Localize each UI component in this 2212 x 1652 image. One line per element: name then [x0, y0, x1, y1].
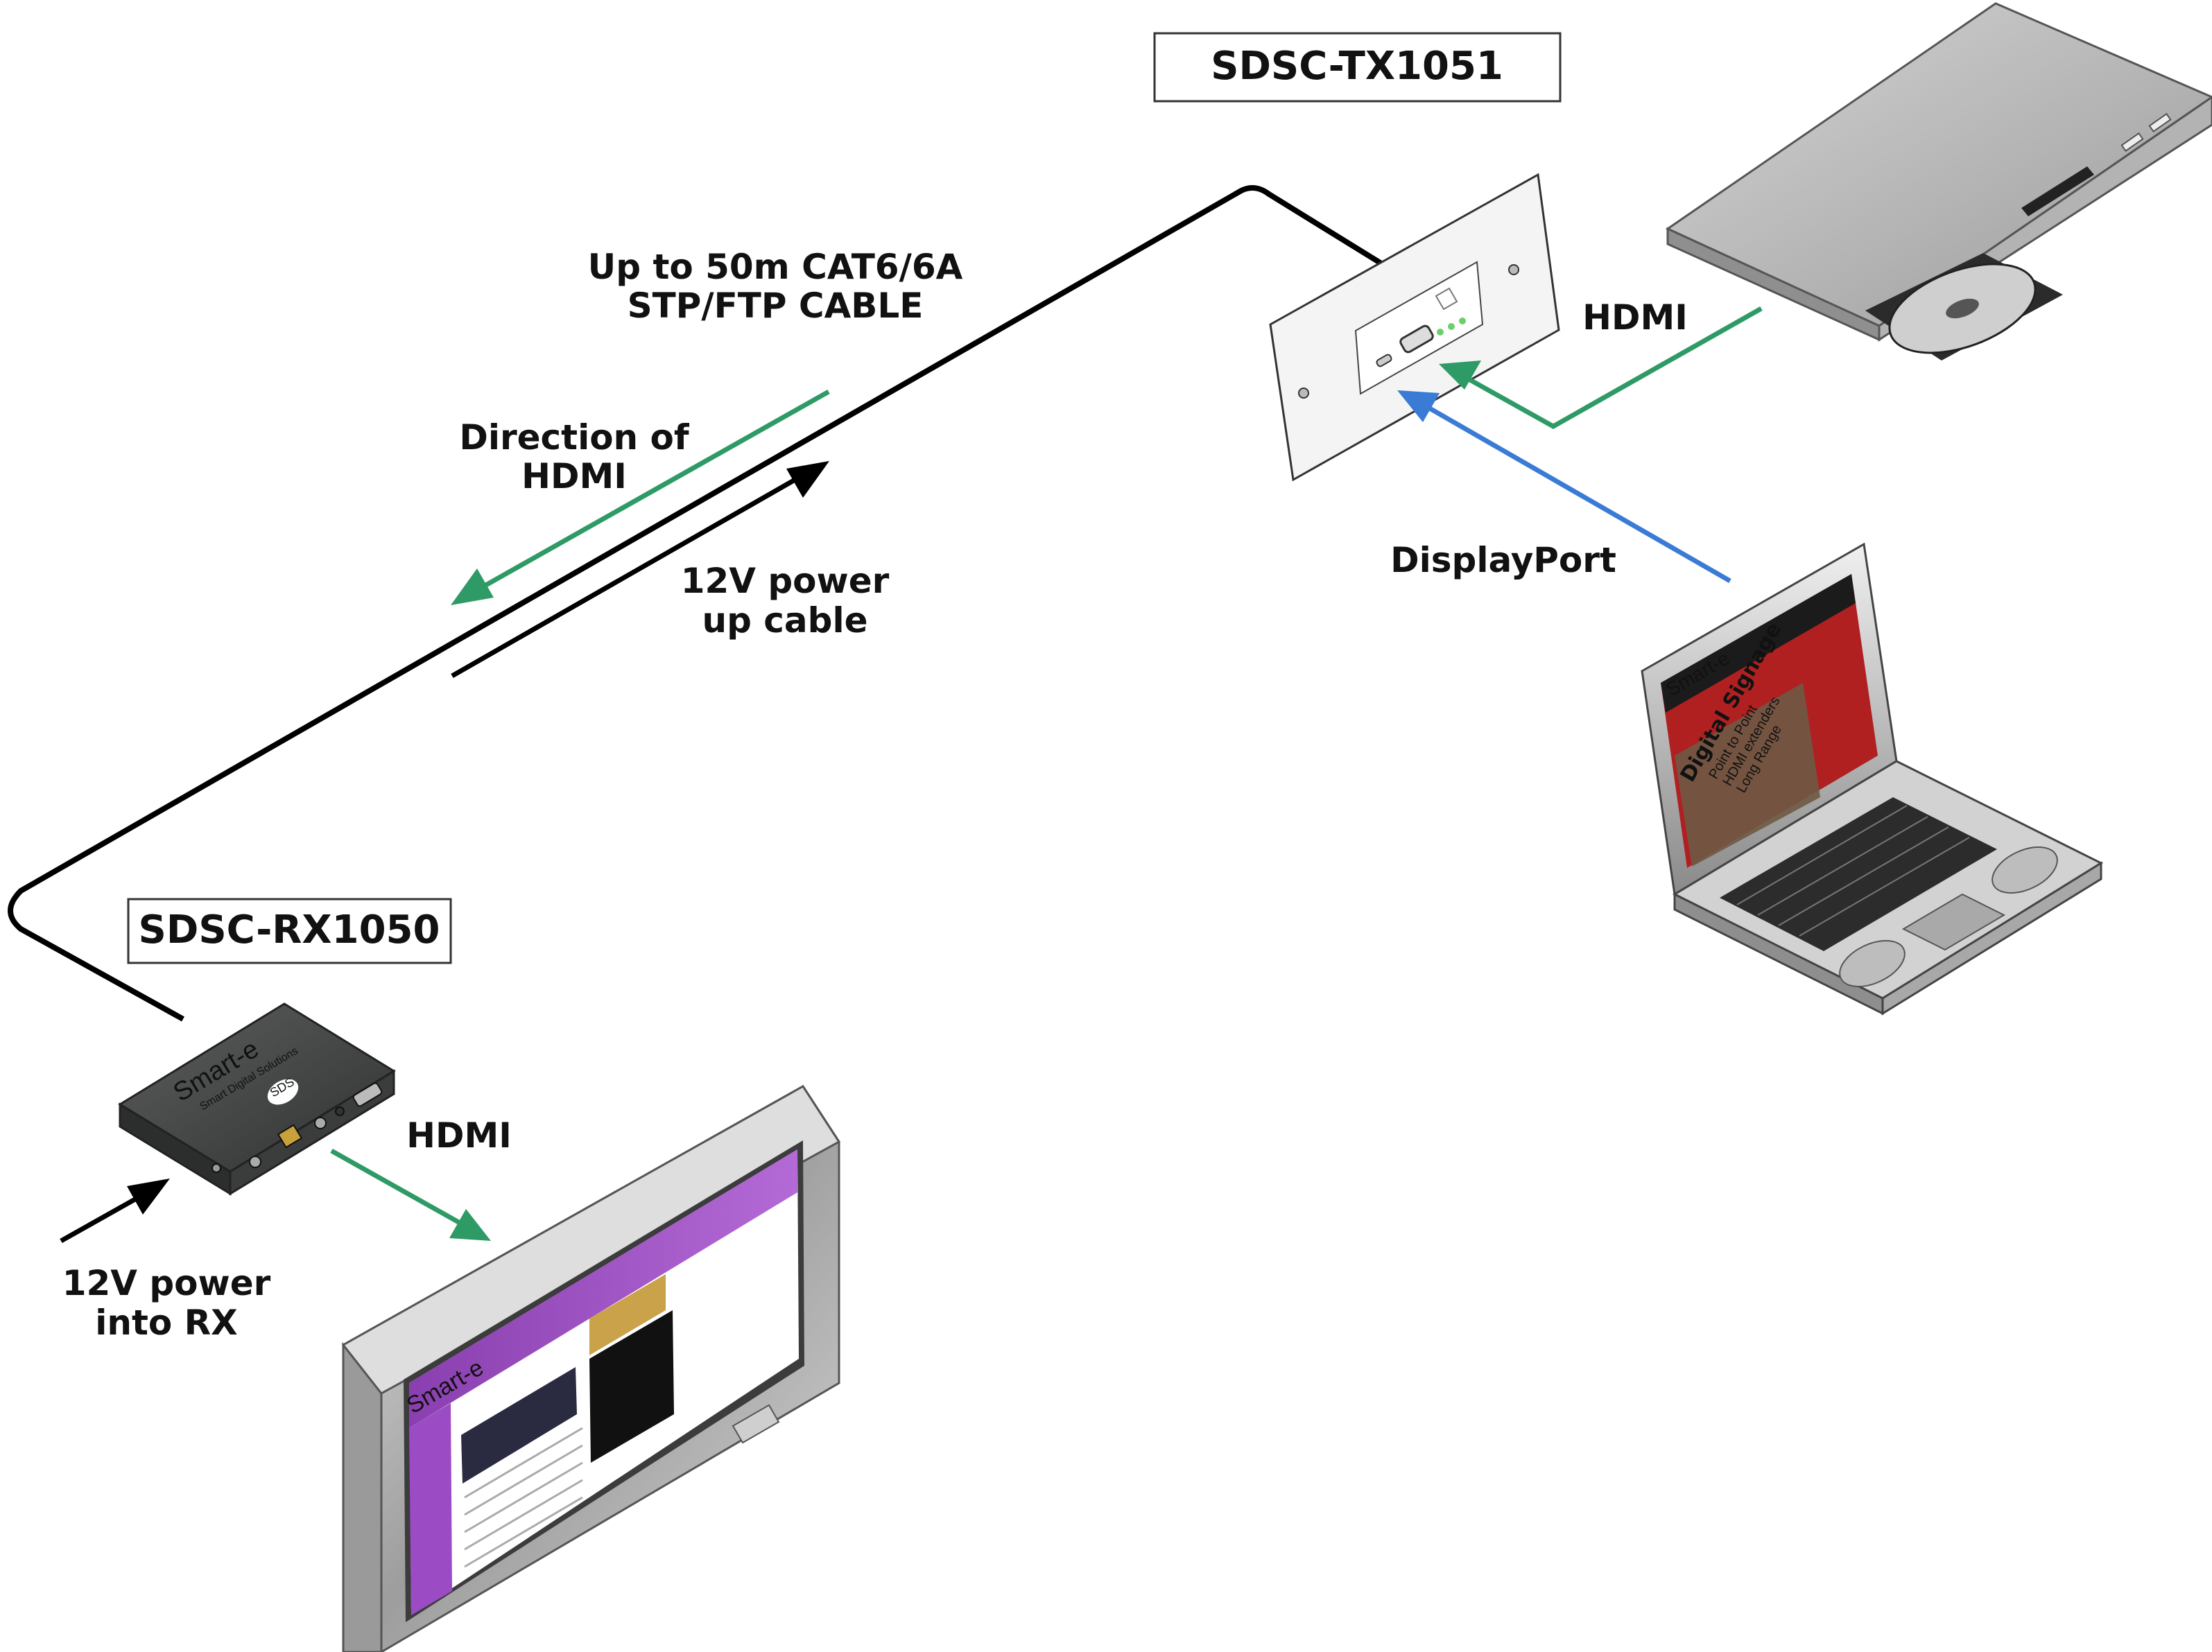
rx-model-box: SDSC-RX1050	[127, 898, 452, 964]
hdmi-port-icon	[1399, 324, 1434, 354]
dvd-hdmi-arrow	[1439, 306, 1763, 430]
direction-label-line2: HDMI	[521, 456, 627, 496]
cable-label-line2: STP/FTP CABLE	[628, 286, 924, 326]
rj45-port-icon	[277, 1124, 303, 1149]
touchpad-icon	[1901, 893, 2006, 951]
power-rx-label-line1: 12V power	[62, 1263, 271, 1303]
led-icon	[1459, 318, 1466, 324]
laptop: Smart-e Digital Signage Point to Point H…	[1641, 542, 2104, 1016]
usbc-port-icon	[1376, 354, 1392, 367]
rx-model-label: SDSC-RX1050	[139, 907, 440, 953]
power-into-rx-arrow	[60, 1179, 170, 1244]
hdmi-port-icon	[352, 1082, 383, 1107]
rx-hdmi-arrow	[330, 1148, 491, 1241]
sds-badge-icon	[267, 1079, 299, 1105]
cable-label-line1: Up to 50m CAT6/6A	[588, 247, 963, 287]
tx-model-box: SDSC-TX1051	[1153, 32, 1562, 103]
led-icon	[1437, 329, 1444, 336]
displayport-arrow	[1397, 390, 1731, 584]
dvd-hdmi-label: HDMI	[1582, 297, 1688, 338]
screw-icon	[1298, 388, 1309, 399]
power-up-label-line1: 12V power	[681, 561, 890, 601]
tx-model-label: SDSC-TX1051	[1211, 44, 1503, 89]
hdmi-direction-arrow	[451, 389, 830, 605]
rx-hdmi-label: HDMI	[406, 1115, 512, 1156]
tx-wall-plate	[1269, 173, 1560, 482]
cat6-cable	[8, 185, 1383, 1022]
displayport-label: DisplayPort	[1390, 540, 1616, 580]
keyboard-icon	[1720, 797, 1997, 951]
direction-label-line1: Direction of	[459, 417, 690, 458]
speaker-icon	[1839, 939, 1906, 988]
power-rx-label-line2: into RX	[95, 1303, 237, 1343]
connector-icon	[314, 1117, 327, 1129]
screw-icon	[211, 1163, 221, 1173]
rx-receiver: Smart-e Smart Digital Solutions SDS	[118, 1002, 396, 1196]
power-up-label-line2: up cable	[702, 600, 867, 641]
speaker-icon	[1991, 846, 2058, 894]
tv-display: Smart-e	[341, 1085, 841, 1652]
tv-control-icon	[732, 1404, 780, 1444]
dvd-player	[1665, 2, 2212, 360]
screw-icon	[1508, 264, 1519, 275]
connector-icon	[335, 1106, 345, 1116]
power-up-arrow	[451, 461, 829, 679]
led-panel-icon	[1435, 287, 1458, 311]
connector-icon	[249, 1156, 261, 1168]
led-icon	[1448, 323, 1455, 330]
